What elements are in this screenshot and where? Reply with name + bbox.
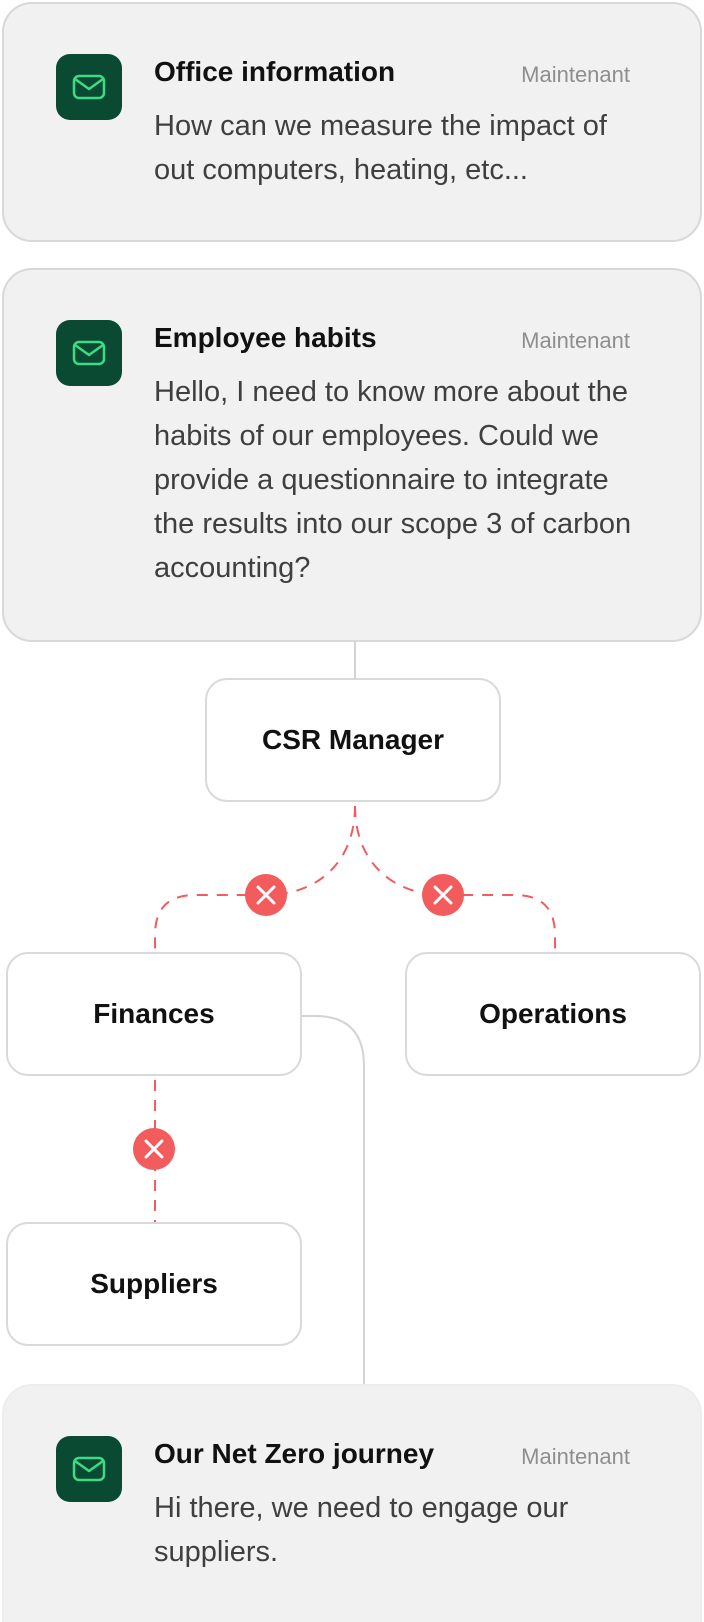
node-finances[interactable]: Finances — [6, 952, 302, 1076]
node-operations[interactable]: Operations — [405, 952, 701, 1076]
message-title: Office information — [154, 56, 396, 87]
message-body: Hi there, we need to engage our supplier… — [154, 1492, 569, 1568]
connector-finances-to-netzero — [302, 1015, 365, 1384]
message-timestamp: Maintenant — [521, 1444, 630, 1469]
message-timestamp: Maintenant — [521, 62, 630, 87]
message-card-net-zero-journey[interactable]: Our Net Zero journey Maintenant Hi there… — [2, 1384, 702, 1622]
message-title: Employee habits — [154, 322, 377, 353]
message-title: Our Net Zero journey — [154, 1438, 435, 1469]
blocked-x-icon — [245, 874, 287, 916]
node-suppliers[interactable]: Suppliers — [6, 1222, 302, 1346]
message-card-office-information[interactable]: Office information Maintenant How can we… — [2, 2, 702, 242]
message-body: Hello, I need to know more about the hab… — [154, 376, 632, 584]
node-csr-manager[interactable]: CSR Manager — [205, 678, 501, 802]
blocked-x-icon — [422, 874, 464, 916]
message-timestamp: Maintenant — [521, 328, 630, 353]
mail-icon — [56, 1436, 122, 1502]
blocked-x-icon — [133, 1128, 175, 1170]
mail-icon — [56, 54, 122, 120]
message-body: How can we measure the impact of out com… — [154, 110, 607, 186]
message-card-employee-habits[interactable]: Employee habits Maintenant Hello, I need… — [2, 268, 702, 642]
mail-icon — [56, 320, 122, 386]
